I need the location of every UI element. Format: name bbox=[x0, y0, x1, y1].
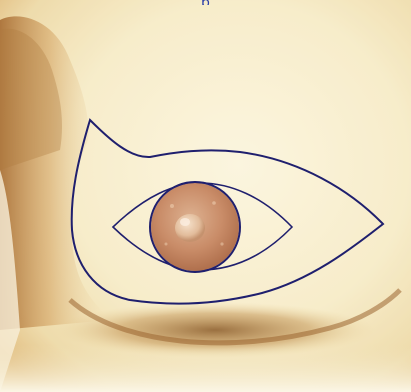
top-text-fragment: p bbox=[0, 0, 411, 5]
areola-bump bbox=[220, 242, 223, 245]
areola-bump bbox=[165, 243, 168, 246]
lower-skin-fade bbox=[0, 345, 411, 392]
areola-bump bbox=[170, 204, 174, 208]
areola-bump bbox=[212, 201, 216, 205]
nipple-highlight bbox=[180, 218, 190, 226]
nipple bbox=[175, 214, 205, 242]
